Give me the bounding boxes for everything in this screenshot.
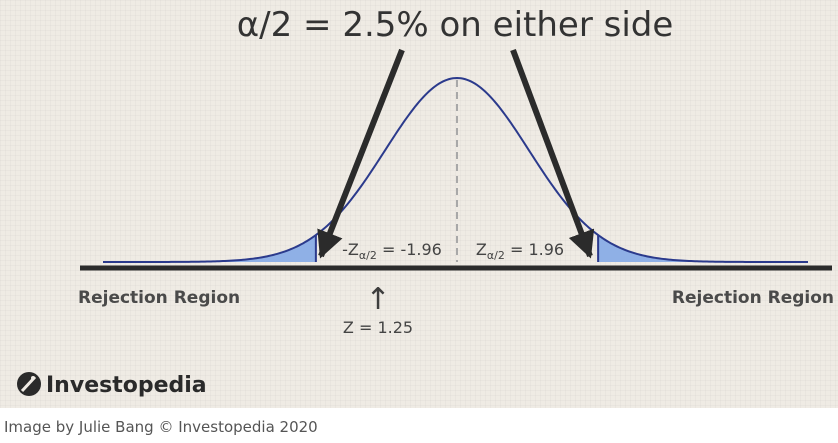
right-critical-prefix: Z	[476, 240, 487, 259]
right-rejection-region-label: Rejection Region	[672, 288, 834, 308]
right-critical-subscript: α/2	[487, 249, 505, 262]
bell-curve	[103, 76, 808, 263]
test-statistic-label: Z = 1.25	[343, 318, 413, 337]
normal-distribution-figure: α/2 = 2.5% on either side -Zα/2 = -1.96 …	[0, 0, 838, 408]
left-rejection-region-label: Rejection Region	[78, 288, 240, 308]
diagram-title: α/2 = 2.5% on either side	[237, 5, 674, 45]
investopedia-logo-icon	[17, 372, 41, 396]
right-critical-value: = 1.96	[505, 240, 564, 259]
left-critical-label: -Zα/2 = -1.96	[342, 240, 442, 262]
right-rejection-tail	[598, 235, 808, 262]
left-rejection-tail	[103, 235, 316, 262]
brand-name: Investopedia	[46, 373, 207, 398]
left-pointer-arrow	[317, 48, 405, 259]
distribution-diagram: α/2 = 2.5% on either side -Zα/2 = -1.96 …	[17, 5, 834, 398]
right-critical-label: Zα/2 = 1.96	[476, 240, 564, 262]
left-critical-value: = -1.96	[377, 240, 442, 259]
right-pointer-arrow	[510, 48, 595, 259]
image-caption: Image by Julie Bang © Investopedia 2020	[4, 418, 318, 436]
left-critical-subscript: α/2	[359, 249, 377, 262]
arrow-up-icon: ↑	[365, 282, 390, 317]
left-critical-prefix: -Z	[342, 240, 359, 259]
